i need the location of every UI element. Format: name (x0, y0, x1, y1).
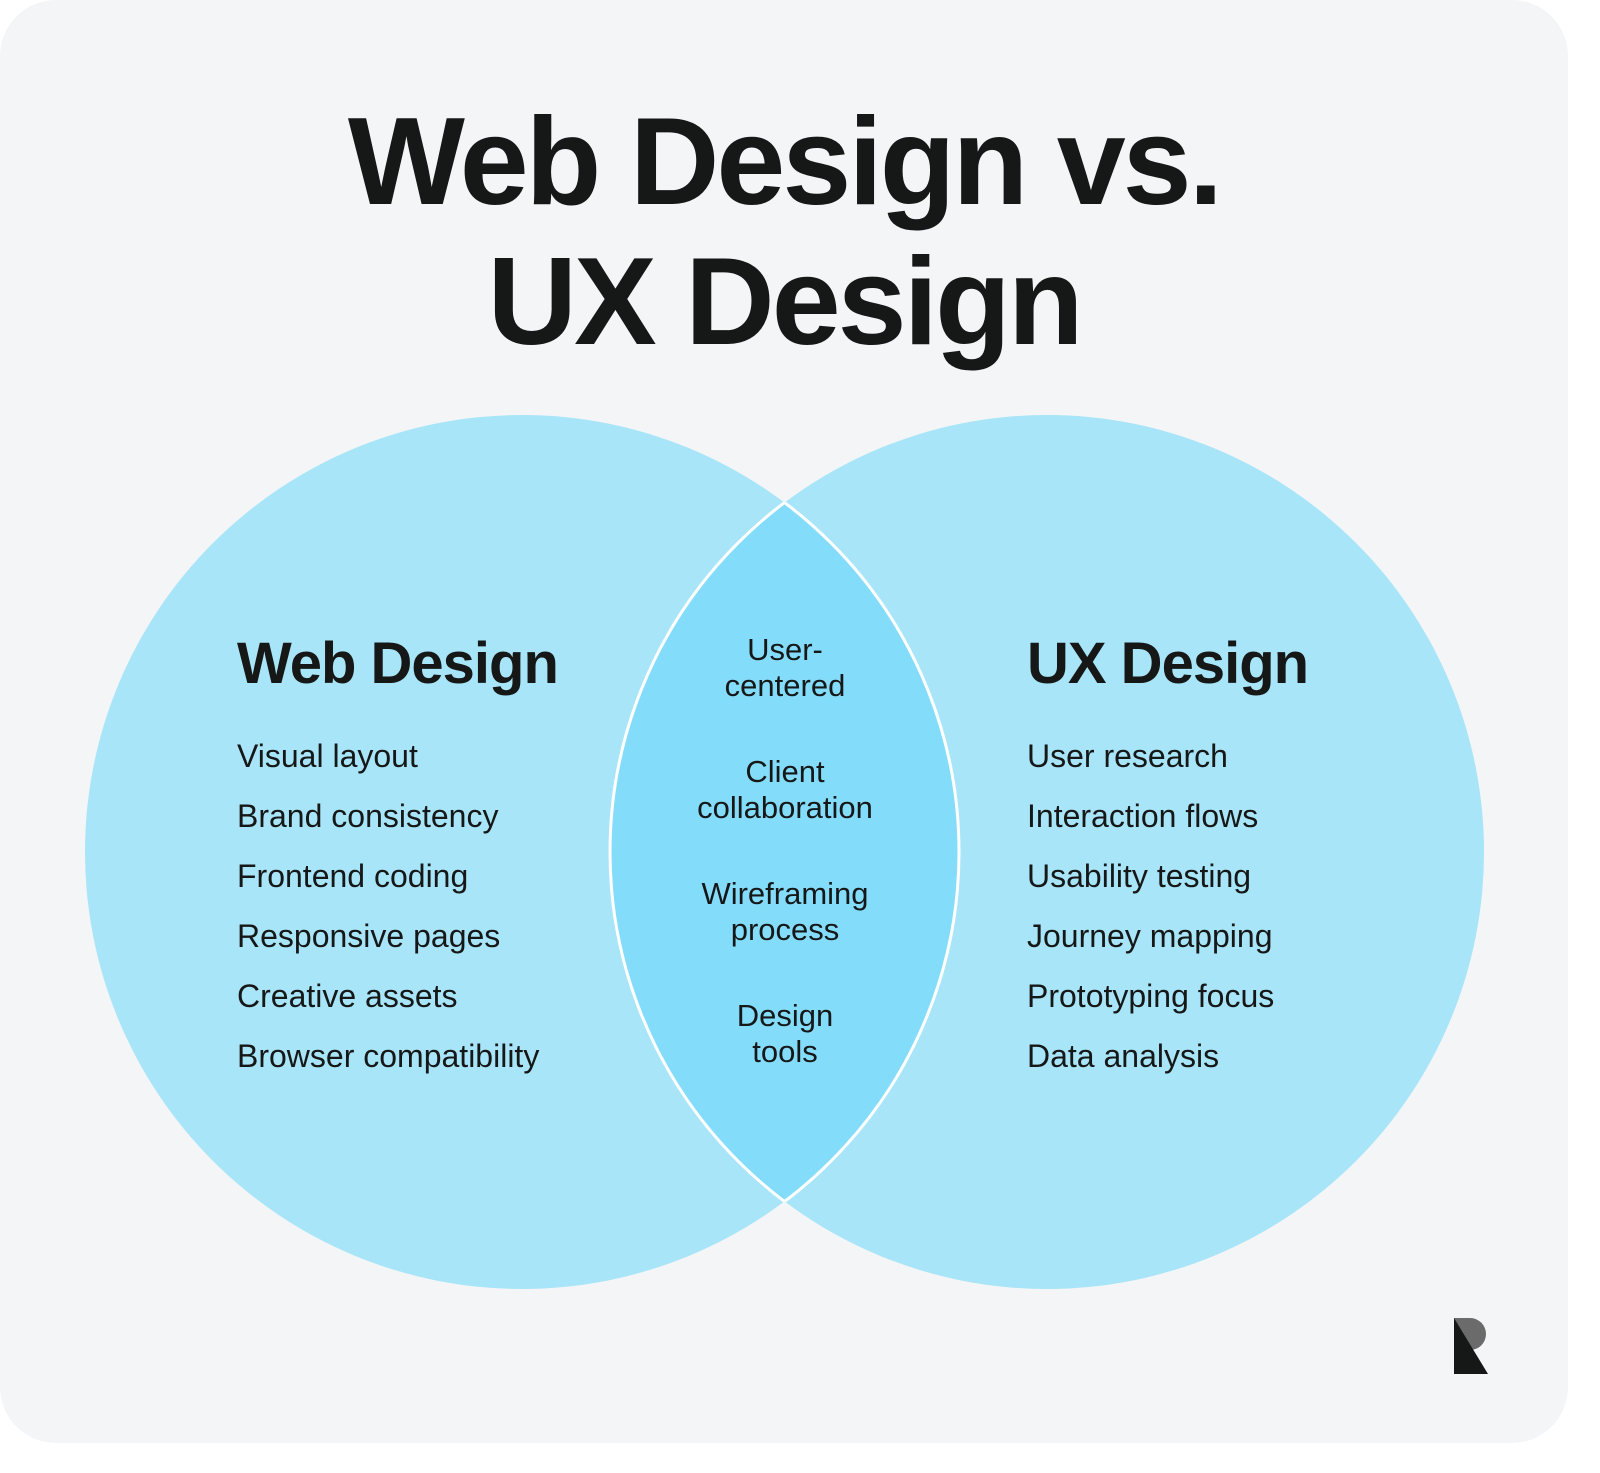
list-item: Usability testing (1027, 858, 1252, 894)
list-item: Creative assets (237, 978, 458, 1014)
venn-diagram (85, 415, 1484, 1289)
list-item: Brand consistency (237, 798, 499, 834)
r-logo-icon (1454, 1318, 1488, 1374)
overlap-item: Wireframing process (701, 876, 869, 947)
ux-design-heading: UX Design (1027, 631, 1309, 696)
title-line-2: UX Design (487, 233, 1083, 371)
list-item: Visual layout (237, 738, 418, 774)
list-item: Journey mapping (1027, 918, 1273, 954)
list-item: Responsive pages (237, 918, 501, 954)
list-item: Browser compatibility (237, 1038, 540, 1074)
overlap-outline-right (610, 415, 961, 1289)
list-item: Interaction flows (1027, 798, 1259, 834)
list-item: Frontend coding (237, 858, 469, 894)
list-item: User research (1027, 738, 1228, 774)
title-line-1: Web Design vs. (347, 93, 1223, 231)
list-item: Prototyping focus (1027, 978, 1275, 1014)
ux-design-list: User research Interaction flows Usabilit… (1027, 726, 1274, 1086)
web-design-heading: Web Design (237, 631, 559, 696)
infographic-card: Web Design vs. UX Design Web Design Visu… (0, 0, 1568, 1443)
overlap-item: Design tools (736, 998, 834, 1069)
list-item: Data analysis (1027, 1038, 1220, 1074)
page-title: Web Design vs. UX Design (0, 92, 1568, 372)
overlap-list: User- centered Client collaboration Wire… (635, 632, 935, 1120)
overlap-item: User- centered (724, 632, 846, 703)
web-design-list: Visual layout Brand consistency Frontend… (237, 726, 539, 1086)
overlap-item: Client collaboration (697, 754, 873, 825)
overlap-region (610, 415, 959, 1289)
overlap-outline-left (608, 415, 959, 1289)
